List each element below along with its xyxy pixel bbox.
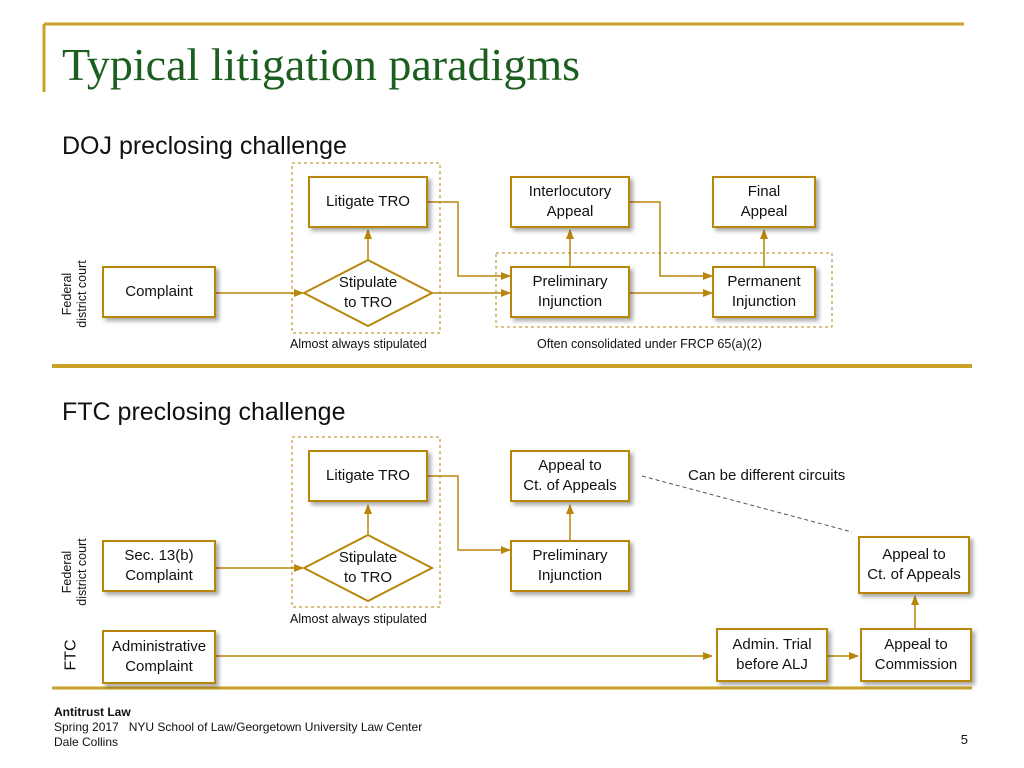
doj-complaint-box: Complaint [102,266,216,318]
doj-heading: DOJ preclosing challenge [62,132,347,160]
page-number: 5 [960,732,968,747]
ftc-appeal-ct-appeals-2-box: Appeal to Ct. of Appeals [858,536,970,594]
ftc-appeal-commission-box: Appeal to Commission [860,628,972,682]
ftc-tro-group [291,436,441,608]
ftc-litigate-tro-box: Litigate TRO [308,450,428,502]
doj-final-appeal-box: Final Appeal [712,176,816,228]
corner-bracket [42,22,964,92]
ftc-court-label: Federal district court [60,538,89,606]
doj-tro-group [291,162,441,334]
circuits-leader [641,475,853,533]
doj-consolidated-note: Often consolidated under FRCP 65(a)(2) [537,337,762,351]
ftc-different-circuits-note: Can be different circuits [688,467,846,484]
doj-interlocutory-appeal-box: Interlocutory Appeal [510,176,630,228]
ftc-sec13b-complaint-box: Sec. 13(b) Complaint [102,540,216,592]
ftc-appeal-ct-appeals-box: Appeal to Ct. of Appeals [510,450,630,502]
doj-consolidated-group [495,252,833,328]
doj-stipulate-tro-label: Stipulate to TRO [338,274,398,311]
ftc-preliminary-injunction-box: Preliminary Injunction [510,540,630,592]
footer-author: Dale Collins [54,735,119,749]
ftc-stipulated-note: Almost always stipulated [290,612,427,626]
footer-term: Spring 2017 NYU School of Law/Georgetown… [54,720,423,734]
footer-course: Antitrust Law [54,705,131,719]
page-title: Typical litigation paradigms [62,39,580,90]
ftc-administrative-complaint-box: Administrative Complaint [102,630,216,684]
doj-stipulate-diamond [301,258,435,328]
ftc-heading: FTC preclosing challenge [62,398,346,426]
doj-stipulated-note: Almost always stipulated [290,337,427,351]
doj-court-label: Federal district court [60,260,89,328]
ftc-admin-trial-box: Admin. Trial before ALJ [716,628,828,682]
doj-litigate-tro-box: Litigate TRO [308,176,428,228]
doj-preliminary-injunction-box: Preliminary Injunction [510,266,630,318]
ftc-agency-label: FTC [62,639,80,671]
doj-permanent-injunction-box: Permanent Injunction [712,266,816,318]
ftc-stipulate-diamond [301,533,435,603]
footer: Antitrust Law Spring 2017 NYU School of … [54,705,422,750]
ftc-stipulate-tro-label: Stipulate to TRO [338,549,398,586]
